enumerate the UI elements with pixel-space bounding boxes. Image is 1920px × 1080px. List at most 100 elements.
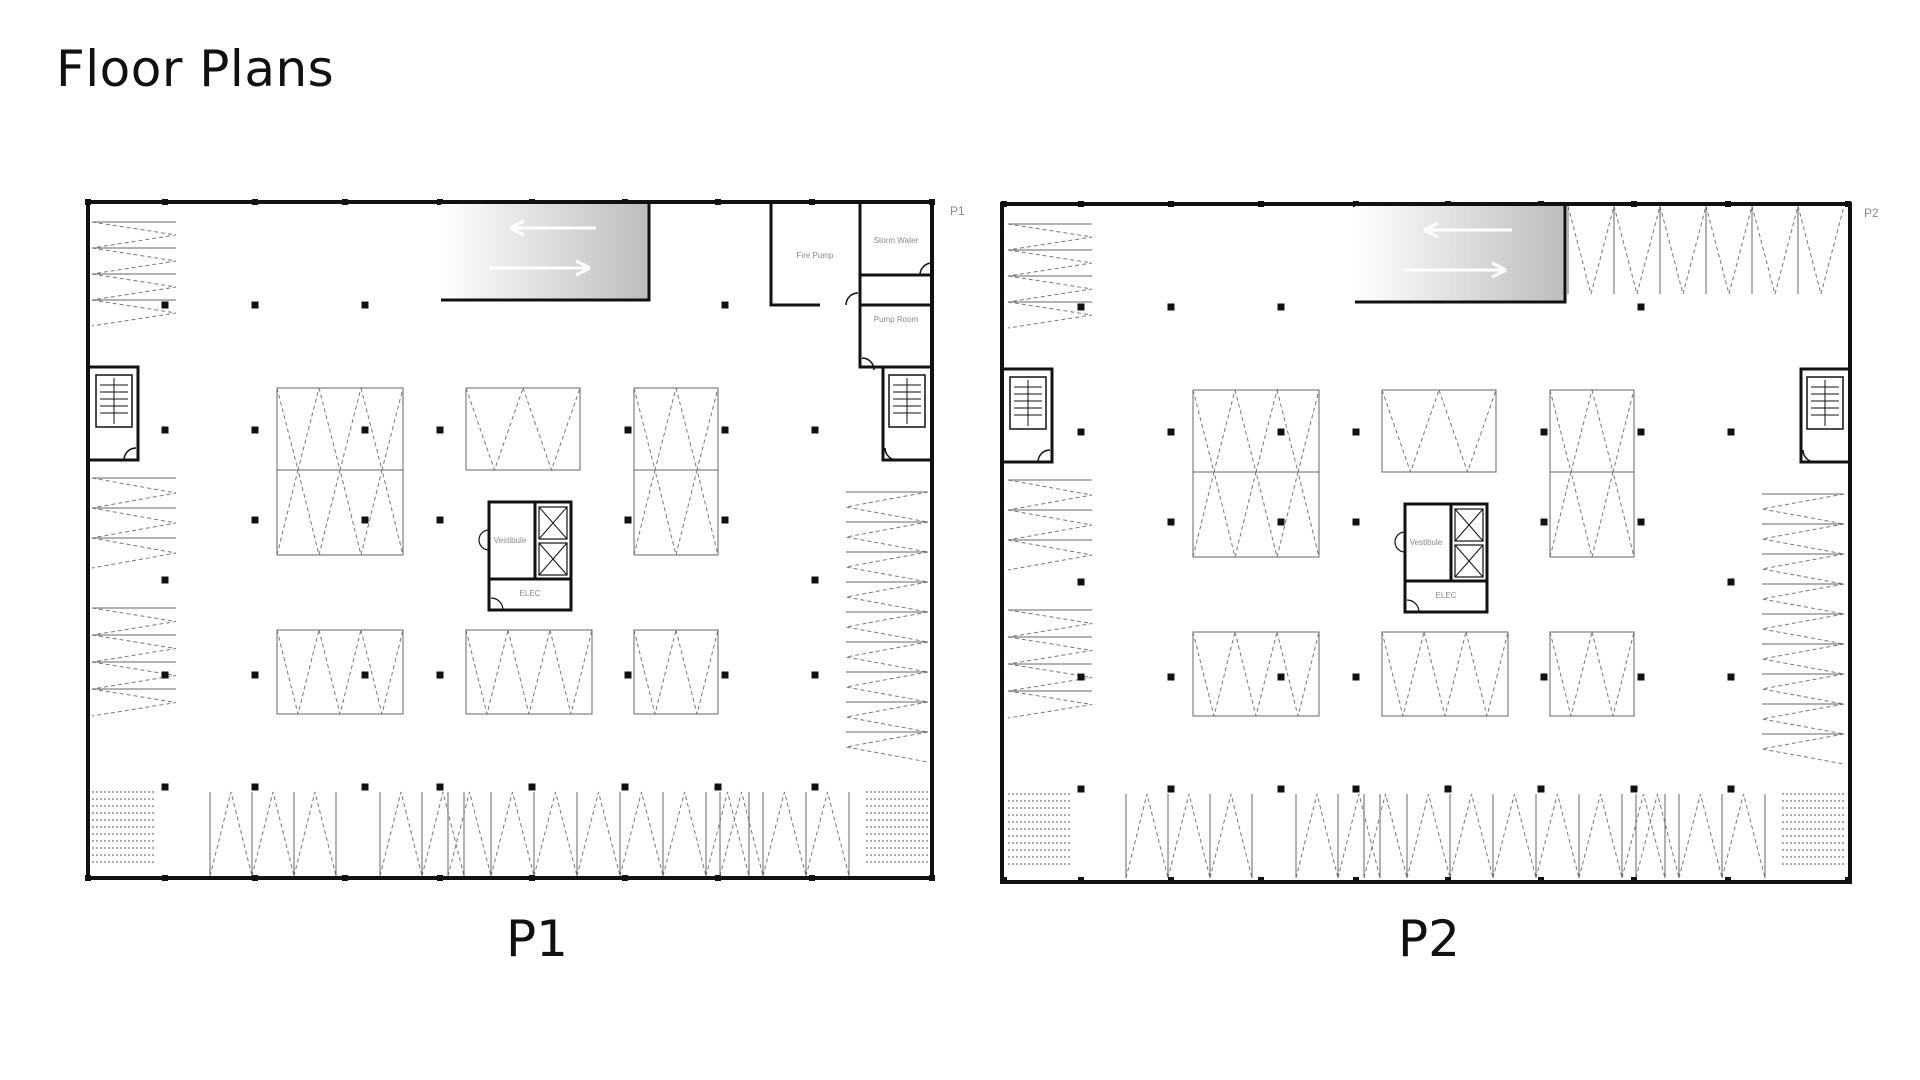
p2-stall bbox=[1381, 631, 1425, 717]
p2-stall bbox=[1761, 613, 1845, 645]
p2-column bbox=[1352, 428, 1360, 436]
p1-island bbox=[633, 629, 719, 715]
p2-stall bbox=[1192, 389, 1236, 473]
p2-stair-right bbox=[1799, 367, 1848, 464]
p2-column bbox=[1727, 673, 1735, 681]
p2-stall bbox=[1295, 793, 1339, 879]
p1-column bbox=[361, 783, 369, 791]
p2-stall bbox=[1007, 223, 1093, 251]
p2-column bbox=[1001, 877, 1007, 883]
p1-stall bbox=[91, 477, 177, 509]
p2-column bbox=[1630, 785, 1638, 793]
p2-stall bbox=[1761, 493, 1845, 525]
p2-stall bbox=[1621, 793, 1666, 879]
p1-column bbox=[437, 875, 443, 881]
p1-stall bbox=[91, 537, 177, 569]
p2-column bbox=[1167, 303, 1175, 311]
p1-column bbox=[161, 301, 169, 309]
p2-stall bbox=[1549, 631, 1593, 717]
p1-column bbox=[809, 199, 815, 205]
p1-stall bbox=[318, 629, 362, 715]
p1-column bbox=[929, 875, 935, 881]
p2-stall bbox=[1438, 389, 1497, 474]
floor-plan-p2: Vestibule ELEC P2 bbox=[1000, 201, 1879, 884]
p1-stair-right bbox=[881, 365, 930, 462]
p1-stall bbox=[762, 791, 807, 877]
p2-stall bbox=[1007, 539, 1093, 571]
p2-stall bbox=[1635, 793, 1680, 879]
p1-stall bbox=[465, 387, 524, 472]
p1-stall bbox=[91, 299, 177, 327]
p1-stall bbox=[293, 791, 337, 877]
p1-island bbox=[633, 387, 719, 471]
p2-column bbox=[1538, 201, 1544, 207]
p2-column bbox=[1277, 518, 1285, 526]
p2-column bbox=[1353, 201, 1359, 207]
plan-caption-p2: P2 bbox=[1398, 910, 1460, 968]
p2-column bbox=[1352, 785, 1360, 793]
p2-column bbox=[1540, 673, 1548, 681]
p2-stall bbox=[1007, 663, 1093, 692]
p1-stall bbox=[91, 607, 177, 636]
p2-stall bbox=[1192, 631, 1236, 717]
p2-stall bbox=[1007, 249, 1093, 277]
p1-outer-wall bbox=[86, 200, 934, 880]
p1-elec-label: ELEC bbox=[520, 589, 541, 598]
p2-stall bbox=[1465, 631, 1509, 717]
p1-stall bbox=[91, 634, 177, 663]
p1-column bbox=[811, 671, 819, 679]
p2-column bbox=[1168, 201, 1174, 207]
p2-column bbox=[1540, 518, 1548, 526]
p1-stall bbox=[421, 791, 465, 877]
p1-column bbox=[161, 783, 169, 791]
p1-stall bbox=[675, 629, 719, 715]
p2-stall bbox=[1761, 643, 1845, 675]
p1-column bbox=[161, 576, 169, 584]
p1-stall bbox=[633, 387, 677, 471]
p1-stall bbox=[845, 641, 929, 673]
p2-stall bbox=[1797, 205, 1845, 296]
p2-column bbox=[1077, 673, 1085, 681]
p1-column bbox=[436, 671, 444, 679]
p2-stall bbox=[1705, 205, 1753, 296]
p1-island bbox=[465, 387, 581, 471]
p1-column bbox=[85, 875, 91, 881]
p1-column bbox=[361, 516, 369, 524]
p1-column bbox=[252, 199, 258, 205]
p2-column bbox=[1001, 201, 1007, 207]
p1-stall bbox=[91, 661, 177, 690]
p1-column bbox=[529, 199, 535, 205]
p1-stall bbox=[91, 221, 177, 249]
p1-stall bbox=[465, 629, 509, 715]
p1-column bbox=[251, 516, 259, 524]
p2-column bbox=[1445, 201, 1451, 207]
p1-parking-stalls bbox=[91, 221, 929, 877]
p1-columns bbox=[85, 199, 935, 881]
p1-stall bbox=[91, 247, 177, 275]
p2-stall bbox=[1578, 793, 1623, 879]
p2-column bbox=[1637, 673, 1645, 681]
p1-column bbox=[721, 671, 729, 679]
p1-stall bbox=[209, 791, 253, 877]
p1-column bbox=[721, 426, 729, 434]
p1-stall bbox=[845, 521, 929, 553]
p2-corner-label: P2 bbox=[1864, 206, 1879, 220]
p2-stall bbox=[1591, 389, 1635, 473]
p1-stall bbox=[619, 791, 664, 877]
p2-column bbox=[1725, 201, 1731, 207]
p1-stall bbox=[845, 671, 929, 703]
p2-island bbox=[1381, 631, 1509, 717]
p2-stall bbox=[1535, 793, 1580, 879]
p1-stall bbox=[675, 469, 719, 556]
p1-column bbox=[721, 516, 729, 524]
p1-stall bbox=[719, 791, 764, 877]
p1-column bbox=[721, 301, 729, 309]
p1-column bbox=[715, 199, 721, 205]
p1-column bbox=[251, 301, 259, 309]
p2-column bbox=[1078, 877, 1084, 883]
p2-stair-left bbox=[1004, 367, 1054, 464]
p2-column bbox=[1277, 428, 1285, 436]
p2-column bbox=[1258, 877, 1264, 883]
p2-column bbox=[1077, 785, 1085, 793]
p2-stall bbox=[1125, 793, 1169, 879]
